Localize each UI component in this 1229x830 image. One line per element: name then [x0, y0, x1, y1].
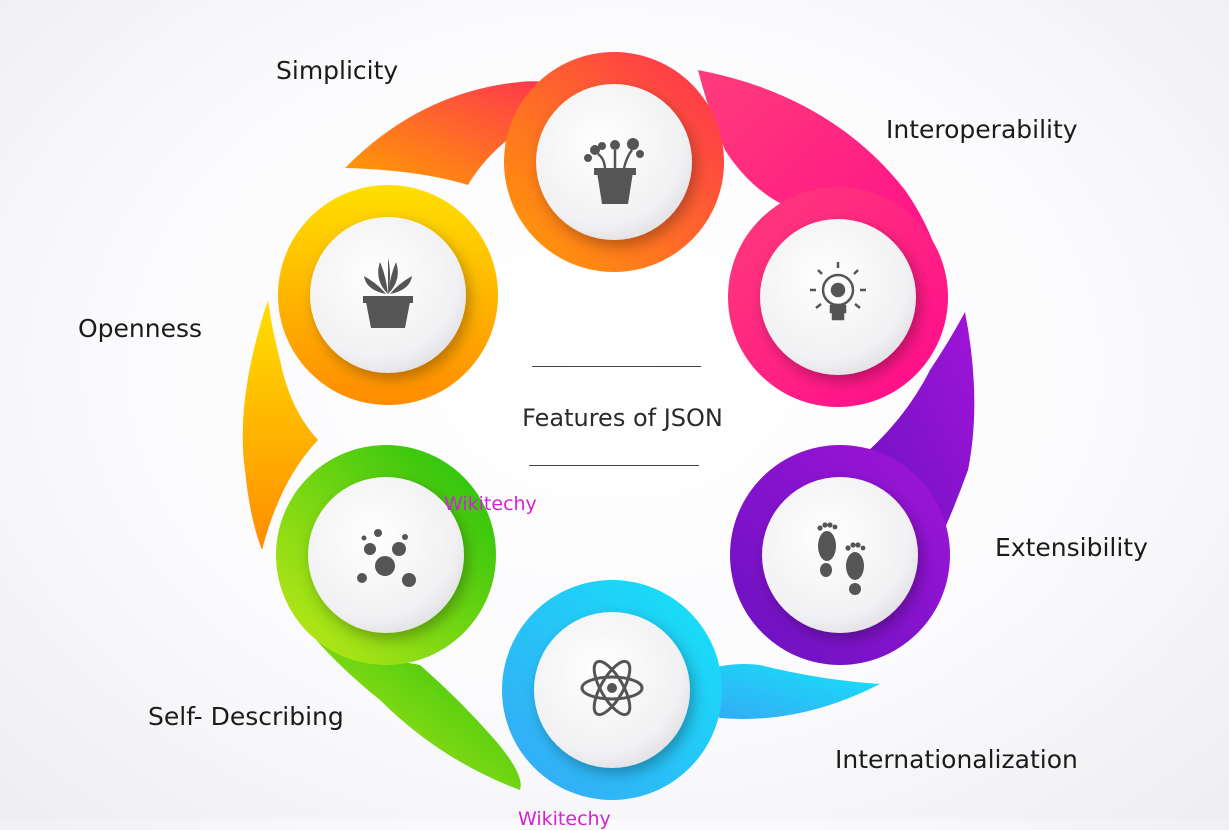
- segment-tail-openness: [242, 300, 318, 550]
- label-openness: Openness: [78, 314, 203, 343]
- flower-pot-icon: [584, 138, 644, 204]
- segment-tail-extensibility: [858, 312, 975, 560]
- label-internationalization: Internationalization: [835, 745, 1078, 774]
- watermark: Wikitechy: [444, 493, 537, 515]
- footprints-icon: [817, 522, 866, 595]
- segment-tail-self-describing: [300, 620, 521, 790]
- center-rule-bottom: [529, 465, 699, 466]
- bubbles-icon: [357, 529, 416, 587]
- disc-openness: [310, 217, 466, 373]
- disc-self-describing: [308, 477, 464, 633]
- label-simplicity: Simplicity: [276, 56, 399, 85]
- succulent-icon: [363, 258, 413, 328]
- segment-tail-internationalization: [680, 664, 880, 720]
- disc-extensibility: [762, 477, 918, 633]
- segment-tail-interoperability: [698, 70, 948, 300]
- label-self-describing: Self- Describing: [148, 702, 344, 731]
- watermark-bottom: Wikitechy: [518, 808, 611, 830]
- lightbulb-gear-icon: [810, 262, 866, 321]
- label-interoperability: Interoperability: [886, 115, 1078, 144]
- label-extensibility: Extensibility: [995, 533, 1148, 562]
- center-title: Features of JSON: [522, 404, 723, 432]
- center-rule-top: [532, 366, 701, 367]
- atom-icon: [580, 659, 644, 717]
